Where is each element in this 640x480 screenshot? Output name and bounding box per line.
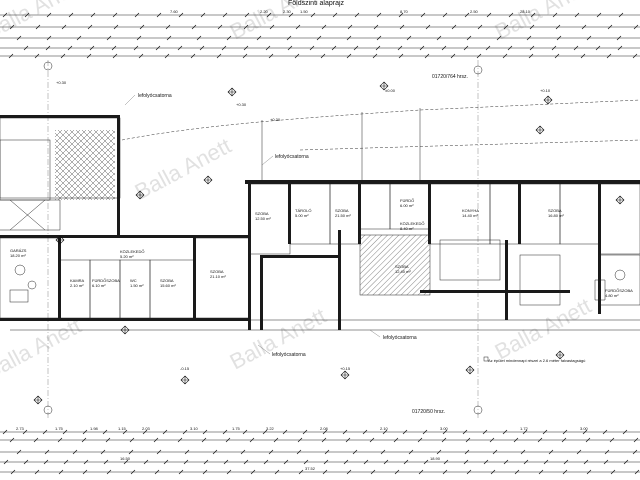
room-name: SZOBA [335, 208, 349, 213]
room-area: 21.10 m² [210, 274, 226, 279]
lower-left-unit [0, 235, 251, 321]
dim-bottom-label: 1.75 [55, 426, 64, 431]
plan-title: Földszinti alaprajz [288, 0, 345, 7]
gutter-labels: lefolyócsatorna lefolyócsatorna lefolyóc… [124, 93, 417, 358]
room-name: SZOBA [255, 211, 269, 216]
room-area: 6.00 m² [400, 203, 414, 208]
gutter-label: lefolyócsatorna [383, 335, 417, 341]
gutter-label: lefolyócsatorna [138, 93, 172, 99]
gutter-label: lefolyócsatorna [272, 352, 306, 358]
dim-bottom-total: 18.90 [430, 456, 441, 461]
room-name: KAMRA [70, 278, 85, 283]
room-name: WC [130, 278, 137, 283]
room-area: 12.40 m² [395, 269, 411, 274]
room-area: 15.60 m² [160, 283, 176, 288]
level-label: +0.30 [236, 102, 247, 107]
room-name: KÖZLEKEDŐ [120, 249, 144, 254]
dim-bottom-label: 1.72 [520, 426, 529, 431]
dim-top-label: 1.50 [300, 9, 309, 14]
dim-top-label: 2.50 [470, 9, 479, 14]
dim-bottom-label: 2.10 [380, 426, 389, 431]
room-area: 4.80 m² [605, 293, 619, 298]
left-wing [0, 115, 121, 235]
level-label: +0.30 [56, 80, 67, 85]
central-corridor [248, 180, 341, 330]
room-area: 18.20 m² [10, 253, 26, 258]
dim-bottom-label: 3.22 [266, 426, 275, 431]
plan-note: Az épület mindennapi részei a 2.6 méter … [488, 358, 585, 363]
watermark: Balla Anett [131, 133, 236, 204]
dim-top-label: 7.60 [170, 9, 179, 14]
level-markers: +0.30 +0.30 +0.10 ±0.00 -0.15 +0.15 +0.3… [56, 80, 551, 371]
dim-bottom-label: 1.98 [90, 426, 99, 431]
room-name: KÖZLEKEDŐ [400, 221, 424, 226]
dim-bottom-total: 16.50 [120, 456, 131, 461]
room-name: SZOBA [395, 264, 409, 269]
level-symbols [33, 81, 625, 405]
dim-bottom-label: 3.00 [580, 426, 589, 431]
dim-bottom-label: 3.00 [440, 426, 449, 431]
top-dimension-chains: 7.60 2.20 2.30 1.50 8.70 2.50 28.10 [0, 9, 640, 59]
dim-top-label: 2.20 [260, 9, 269, 14]
room-area: 5.00 m² [295, 213, 309, 218]
room-name: GARÁZS [10, 248, 27, 253]
room-area: 2.10 m² [70, 283, 84, 288]
room-area: 14.40 m² [462, 213, 478, 218]
lot-number-north: 01720/764 hrsz. [432, 74, 468, 80]
room-area: 6.10 m² [92, 283, 106, 288]
room-area: 1.50 m² [130, 283, 144, 288]
watermark: Balla Anett [226, 303, 331, 374]
dim-bottom-label: 1.75 [232, 426, 241, 431]
room-name: SZOBA [210, 269, 224, 274]
dim-top-label: 28.10 [520, 9, 531, 14]
level-label: ±0.00 [385, 88, 396, 93]
dim-bottom-label: 3.10 [190, 426, 199, 431]
room-area: 12.50 m² [255, 216, 271, 221]
gutter-label: lefolyócsatorna [275, 154, 309, 160]
room-name: SZOBA [548, 208, 562, 213]
room-name: FÜRDŐ [400, 198, 414, 203]
dim-top-label: 8.70 [400, 9, 409, 14]
level-label: +0.30 [270, 117, 281, 122]
dim-bottom-label: 2.08 [320, 426, 329, 431]
room-area: 8.40 m² [400, 226, 414, 231]
lot-number-south: 01720/50 hrsz. [412, 409, 445, 415]
room-name: TÁROLÓ [295, 208, 311, 213]
dim-bottom-label: 2.03 [142, 426, 151, 431]
bottom-dimension-chains: 2.73 1.75 1.98 1.15 2.03 3.10 1.75 3.22 … [0, 426, 640, 475]
room-name: SZOBA [160, 278, 174, 283]
level-label: -0.15 [180, 366, 190, 371]
dim-top-label: 2.30 [283, 9, 292, 14]
main-block [245, 180, 640, 320]
dim-bottom-total: 37.52 [305, 466, 316, 471]
room-area: 16.80 m² [548, 213, 564, 218]
level-label: +0.15 [340, 366, 351, 371]
watermark: Balla Anett [0, 313, 85, 384]
room-name: KONYHA [462, 208, 479, 213]
room-labels: SZOBA 12.50 m² TÁROLÓ 5.00 m² SZOBA 21.5… [10, 198, 633, 298]
dim-bottom-label: 1.15 [118, 426, 127, 431]
level-label: +0.10 [540, 88, 551, 93]
room-name: FÜRDŐSZOBA [605, 288, 633, 293]
room-name: FÜRDŐSZOBA [92, 278, 120, 283]
room-area: 21.50 m² [335, 213, 351, 218]
dim-bottom-label: 2.73 [16, 426, 25, 431]
room-area: 5.20 m² [120, 254, 134, 259]
